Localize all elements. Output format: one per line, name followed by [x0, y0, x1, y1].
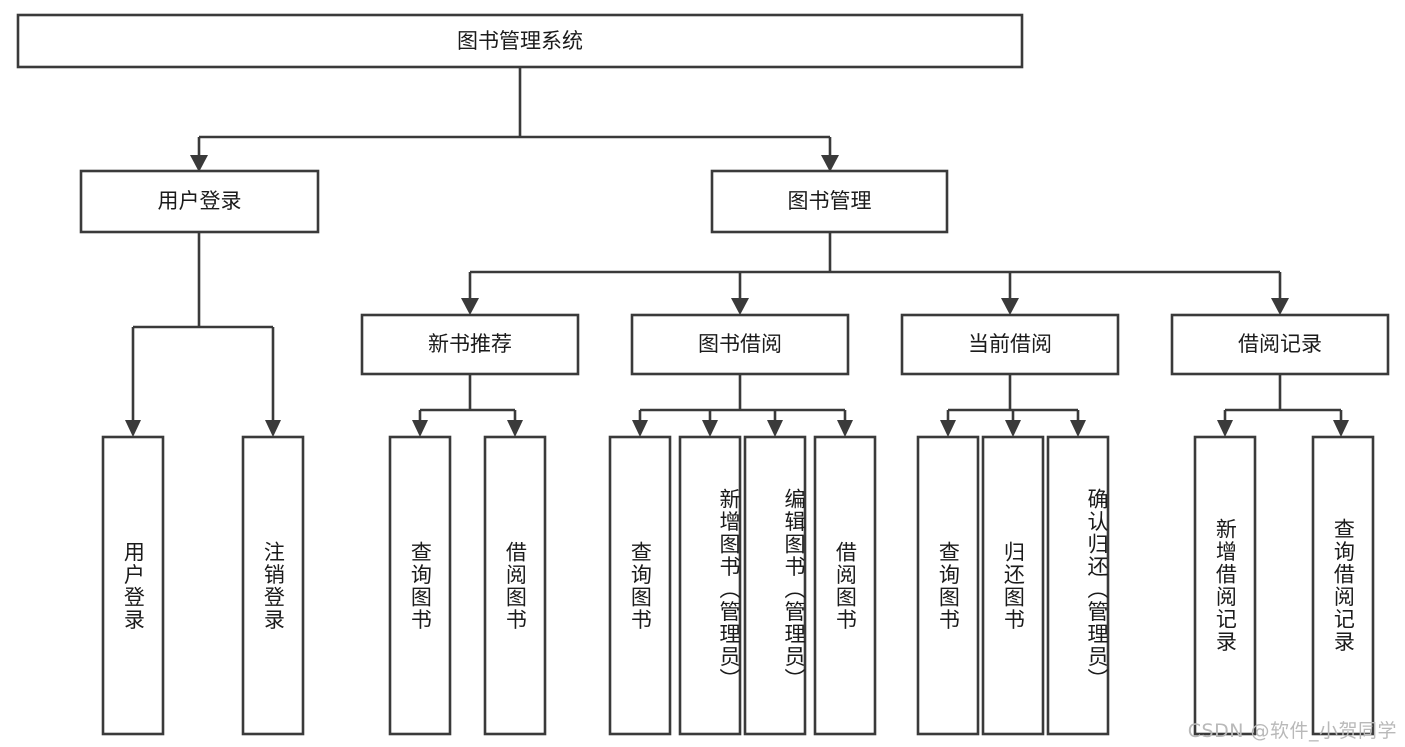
node-label-user-login: 用户登录 [158, 189, 242, 213]
node-box-leaf-query-book-1[interactable] [388, 435, 452, 736]
node-label-new-book-recommend: 新书推荐 [428, 332, 512, 356]
node-box-leaf-query-borrow-record[interactable] [1311, 435, 1375, 736]
node-box-user-login[interactable] [79, 169, 320, 234]
csdn-watermark: CSDN @软件_小贺同学 [1187, 720, 1397, 742]
node-box-leaf-return-book[interactable] [981, 435, 1045, 736]
node-box-root[interactable] [16, 13, 1024, 69]
node-boxes: 图书管理系统 用户登录 图书管理 新书推荐 图书借阅 当前借阅 借阅记录 [16, 13, 1390, 736]
arrowhead-bookmgmt-c4 [1271, 298, 1289, 315]
node-box-leaf-query-book-2[interactable] [608, 435, 672, 736]
arrowhead-newbook-l2 [507, 420, 523, 437]
node-box-book-management[interactable] [710, 169, 949, 234]
node-box-borrow-record[interactable] [1170, 313, 1390, 376]
arrowhead-root-to-login [190, 155, 208, 172]
connector-lines [125, 67, 1349, 437]
node-label-current-borrow: 当前借阅 [968, 332, 1052, 356]
arrowhead-bookmgmt-c2 [731, 298, 749, 315]
node-box-current-borrow[interactable] [900, 313, 1120, 376]
node-box-leaf-confirm-return-admin[interactable] [1046, 435, 1110, 736]
node-label-root: 图书管理系统 [457, 29, 583, 53]
node-box-leaf-borrow-book-1[interactable] [483, 435, 547, 736]
node-box-leaf-edit-book-admin[interactable] [743, 435, 807, 736]
arrowhead-newbook-l1 [412, 420, 428, 437]
node-box-leaf-user-login[interactable] [101, 435, 165, 736]
node-box-leaf-query-book-3[interactable] [916, 435, 980, 736]
arrowhead-borrow-l2 [702, 420, 718, 437]
arrowhead-bookmgmt-c3 [1001, 298, 1019, 315]
arrowhead-login-l2 [265, 420, 281, 437]
arrowhead-login-l1 [125, 420, 141, 437]
arrowhead-bookmgmt-c1 [461, 298, 479, 315]
node-box-leaf-add-book-admin[interactable] [678, 435, 742, 736]
node-box-leaf-add-borrow-record[interactable] [1193, 435, 1257, 736]
arrowhead-record-l1 [1217, 420, 1233, 437]
arrowhead-current-l2 [1005, 420, 1021, 437]
node-label-borrow-record: 借阅记录 [1238, 332, 1322, 356]
arrowhead-record-l2 [1333, 420, 1349, 437]
node-box-new-book-recommend[interactable] [360, 313, 580, 376]
node-box-book-borrow[interactable] [630, 313, 850, 376]
arrowhead-borrow-l1 [632, 420, 648, 437]
arrowhead-current-l1 [940, 420, 956, 437]
node-label-book-borrow: 图书借阅 [698, 332, 782, 356]
node-box-leaf-borrow-book-2[interactable] [813, 435, 877, 736]
arrowhead-current-l3 [1070, 420, 1086, 437]
arrowhead-borrow-l4 [837, 420, 853, 437]
arrowhead-borrow-l3 [767, 420, 783, 437]
arrowhead-root-to-bookmgmt [821, 155, 839, 172]
node-label-book-management: 图书管理 [788, 189, 872, 213]
node-box-leaf-logout[interactable] [241, 435, 305, 736]
